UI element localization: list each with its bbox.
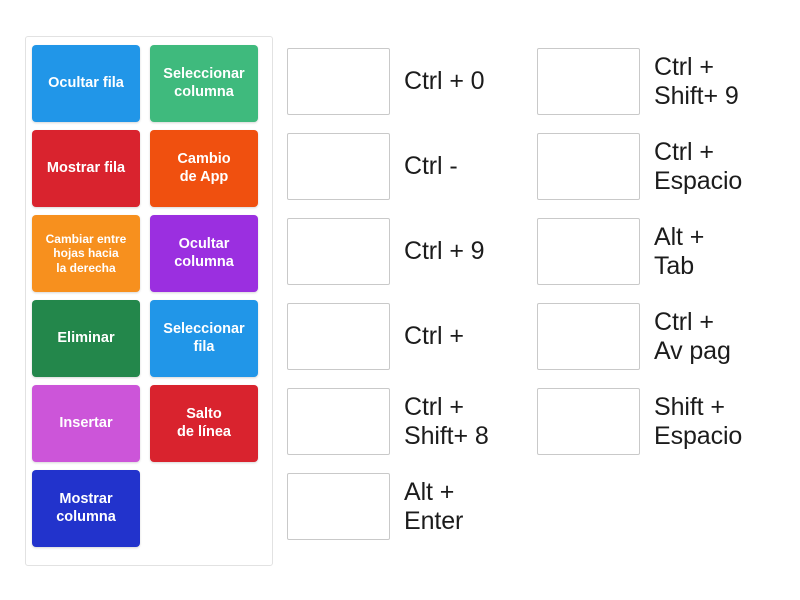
- draggable-tile[interactable]: Cambio de App: [150, 130, 258, 207]
- shortcut-label: Ctrl +: [404, 322, 464, 351]
- shortcut-label: Ctrl + 0: [404, 67, 485, 96]
- drop-target-box[interactable]: [537, 388, 640, 455]
- shortcut-label: Alt + Tab: [654, 223, 705, 280]
- draggable-tile[interactable]: Mostrar columna: [32, 470, 140, 547]
- draggable-tile[interactable]: Ocultar fila: [32, 45, 140, 122]
- tile-label: Salto de línea: [177, 406, 231, 440]
- tile-label: Mostrar columna: [56, 491, 116, 525]
- answer-row: Alt + Tab: [537, 218, 787, 285]
- answer-row: Ctrl -: [287, 133, 527, 200]
- draggable-tile[interactable]: Ocultar columna: [150, 215, 258, 292]
- drop-target-box[interactable]: [287, 303, 390, 370]
- shortcut-label: Ctrl + Espacio: [654, 138, 743, 195]
- tile-label: Insertar: [59, 414, 113, 431]
- shortcut-label: Shift + Espacio: [654, 393, 743, 450]
- draggable-tile[interactable]: Seleccionar fila: [150, 300, 258, 377]
- answer-row: Ctrl + Av pag: [537, 303, 787, 370]
- tile-label: Cambio de App: [177, 151, 231, 185]
- answer-row: Ctrl + Shift+ 9: [537, 48, 787, 115]
- tile-label: Seleccionar columna: [163, 66, 245, 100]
- answer-row: Ctrl + Shift+ 8: [287, 388, 527, 455]
- draggable-tile[interactable]: Eliminar: [32, 300, 140, 377]
- answer-row: Alt + Enter: [287, 473, 527, 540]
- draggable-tile[interactable]: Salto de línea: [150, 385, 258, 462]
- tile-label: Mostrar fila: [46, 159, 126, 176]
- tile-label: Ocultar columna: [174, 236, 234, 270]
- drop-target-box[interactable]: [287, 218, 390, 285]
- answer-column-middle: Ctrl + 0 Ctrl - Ctrl + 9 Ctrl + Ctrl + Shift…: [287, 48, 527, 540]
- tile-label: Eliminar: [57, 329, 115, 346]
- answer-row: Ctrl + 0: [287, 48, 527, 115]
- drop-target-box[interactable]: [537, 48, 640, 115]
- answer-row: Ctrl + Espacio: [537, 133, 787, 200]
- draggable-tile[interactable]: Cambiar entre hojas hacia la derecha: [32, 215, 140, 292]
- answer-row: Ctrl +: [287, 303, 527, 370]
- tile-label: Ocultar fila: [48, 74, 124, 91]
- drop-target-box[interactable]: [537, 303, 640, 370]
- draggable-tile[interactable]: Insertar: [32, 385, 140, 462]
- shortcut-label: Ctrl + 9: [404, 237, 485, 266]
- drop-target-box[interactable]: [287, 388, 390, 455]
- drop-target-box[interactable]: [537, 218, 640, 285]
- shortcut-label: Ctrl + Shift+ 8: [404, 393, 489, 450]
- draggable-tile[interactable]: Mostrar fila: [32, 130, 140, 207]
- drop-target-box[interactable]: [287, 473, 390, 540]
- answer-row: Shift + Espacio: [537, 388, 787, 455]
- tile-label: Seleccionar fila: [163, 321, 245, 355]
- drop-target-box[interactable]: [537, 133, 640, 200]
- shortcut-label: Alt + Enter: [404, 478, 464, 535]
- draggable-tile[interactable]: Seleccionar columna: [150, 45, 258, 122]
- drop-target-box[interactable]: [287, 48, 390, 115]
- shortcut-label: Ctrl + Av pag: [654, 308, 731, 365]
- answer-row: Ctrl + 9: [287, 218, 527, 285]
- tile-label: Cambiar entre hojas hacia la derecha: [45, 231, 127, 275]
- shortcut-label: Ctrl + Shift+ 9: [654, 53, 739, 110]
- shortcut-label: Ctrl -: [404, 152, 458, 181]
- drop-target-box[interactable]: [287, 133, 390, 200]
